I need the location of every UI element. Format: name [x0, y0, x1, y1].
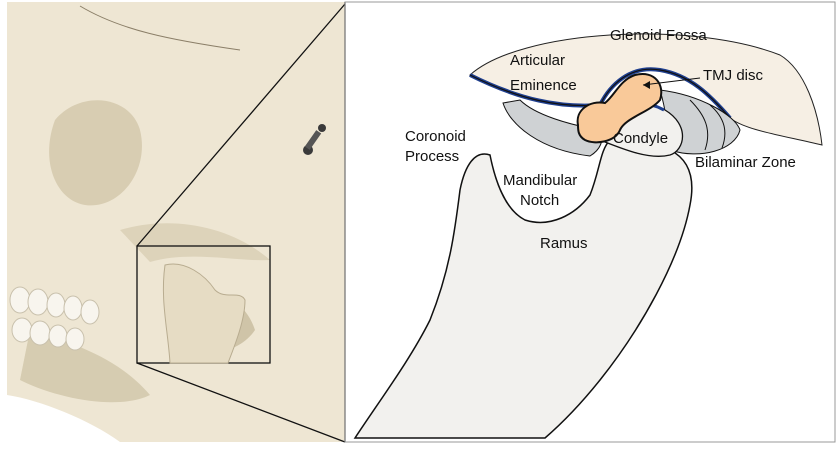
- label-glenoid-fossa: Glenoid Fossa: [610, 27, 707, 44]
- label-bilaminar-zone: Bilaminar Zone: [695, 154, 796, 171]
- label-tmj-disc: TMJ disc: [703, 67, 764, 84]
- label-mandibular-notch-1: Mandibular: [503, 172, 577, 189]
- skull-photo: [7, 2, 345, 442]
- label-ramus: Ramus: [540, 235, 588, 252]
- label-coronoid-process-1: Coronoid: [405, 128, 466, 145]
- label-articular-eminence-1: Articular: [510, 52, 565, 69]
- label-condyle: Condyle: [613, 130, 668, 147]
- tmj-schematic: Glenoid Fossa Articular Eminence TMJ dis…: [345, 2, 835, 442]
- label-coronoid-process-2: Process: [405, 148, 459, 165]
- label-articular-eminence-2: Eminence: [510, 77, 577, 94]
- label-mandibular-notch-2: Notch: [520, 192, 559, 209]
